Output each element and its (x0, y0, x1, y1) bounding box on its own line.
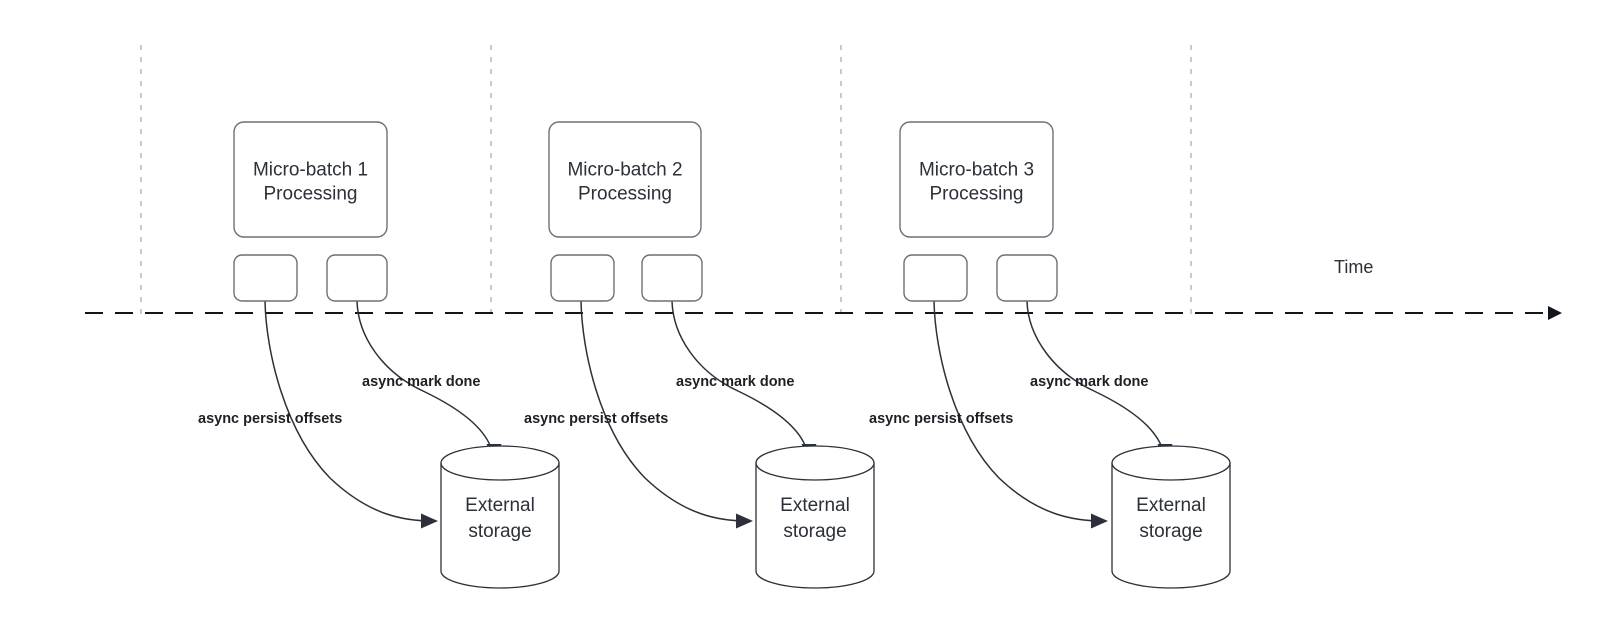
group-2-microbatch-label: Micro-batch 2 Processing (567, 160, 682, 205)
group-1-async-persist-offsets-edge-arrowhead-icon (421, 513, 438, 529)
group-1-async-mark-done-edge-path (356, 300, 494, 456)
group-2-task-box-2a[interactable] (550, 254, 615, 302)
time-axis-label: Time (1334, 257, 1373, 277)
group-1-storage-label: External storage (465, 495, 535, 542)
edge-labels-layer: async persist offsets async mark done asyn… (198, 374, 1148, 427)
group-3-storage-cylinder-body[interactable] (1111, 462, 1231, 589)
group-3-storage-label: External storage (1136, 495, 1206, 542)
group-1-storage-line1: External (465, 495, 535, 516)
group-3-async-persist-offsets-edge-arrowhead-icon (1091, 513, 1108, 529)
group-3-microbatch-line2: Processing (930, 184, 1024, 205)
group-3-microbatch-label: Micro-batch 3 Processing (919, 160, 1034, 205)
group-2-async-persist-offsets-edge-arrowhead-icon (736, 513, 753, 529)
group-1-task-box-1a[interactable] (233, 254, 298, 302)
group-2-storage-line1: External (780, 495, 850, 516)
group-2-async-persist-offsets-edge-label: async persist offsets (524, 411, 668, 427)
timeline-arrowhead-icon (1548, 306, 1562, 320)
group-2-async-persist-offsets-edge-path (580, 300, 749, 522)
group-2-storage-line2: storage (783, 521, 846, 542)
group-3-microbatch-line1: Micro-batch 3 (919, 160, 1034, 181)
group-1-microbatch-line2: Processing (264, 184, 358, 205)
group-2-storage-cylinder-top (755, 445, 875, 481)
group-1-storage-cylinder-top (440, 445, 560, 481)
group-3-task-box-3a[interactable] (903, 254, 968, 302)
group-3-async-mark-done-edge-path (1026, 300, 1165, 456)
group-2-async-mark-done-edge-label: async mark done (676, 374, 794, 390)
group-2-microbatch-line1: Micro-batch 2 (567, 160, 682, 181)
group-3-storage-line2: storage (1139, 521, 1202, 542)
timeline-axis (85, 306, 1562, 320)
edges-layer (264, 300, 1173, 529)
group-1-storage-cylinder-body[interactable] (440, 462, 560, 589)
group-1-microbatch-label: Micro-batch 1 Processing (253, 160, 368, 205)
group-2-microbatch-box[interactable] (548, 121, 702, 238)
group-1-microbatch-box[interactable] (233, 121, 388, 238)
group-3-microbatch-box[interactable] (899, 121, 1054, 238)
group-2-async-mark-done-edge-path (671, 300, 809, 456)
group-1-async-persist-offsets-edge-label: async persist offsets (198, 411, 342, 427)
group-3-async-persist-offsets-edge-path (933, 300, 1104, 522)
timeline-ticks (140, 45, 1192, 316)
group-1-async-persist-offsets-edge-path (264, 300, 434, 522)
group-3-storage-cylinder-top (1111, 445, 1231, 481)
group-2-task-box-2b[interactable] (641, 254, 703, 302)
group-1-task-box-1b[interactable] (326, 254, 388, 302)
group-3-async-persist-offsets-edge-label: async persist offsets (869, 411, 1013, 427)
group-3-async-mark-done-edge-label: async mark done (1030, 374, 1148, 390)
group-3-task-box-3b[interactable] (996, 254, 1058, 302)
group-2-storage-cylinder-body[interactable] (755, 462, 875, 589)
group-1-async-mark-done-edge-label: async mark done (362, 374, 480, 390)
group-2-storage-label: External storage (780, 495, 850, 542)
group-1-storage-line2: storage (468, 521, 531, 542)
group-3-storage-line1: External (1136, 495, 1206, 516)
group-1-microbatch-line1: Micro-batch 1 (253, 160, 368, 181)
group-2-microbatch-line2: Processing (578, 184, 672, 205)
